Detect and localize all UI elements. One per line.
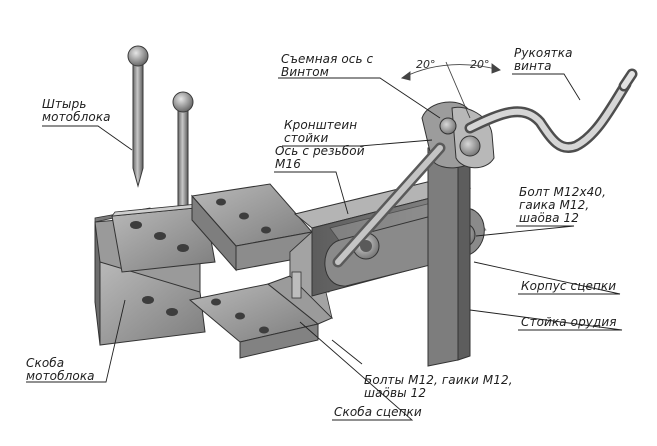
label-post-bracket: Кронштеин стойки xyxy=(284,118,358,145)
threaded-axis-part xyxy=(332,142,446,268)
motoblock-pin-right xyxy=(172,91,194,233)
label-motoblock-pin: Штырь мотоблока xyxy=(42,97,111,124)
angle-left-label: 20° xyxy=(416,58,436,71)
label-hitch-bracket: Скоба сцепки xyxy=(334,405,422,419)
label-bolts-m12: Болты М12, гаики М12, шаӧвы 12 xyxy=(364,373,513,400)
label-removable-axis: Съемная ось с Винтом xyxy=(281,52,374,79)
hitch-bracket-part xyxy=(188,183,333,359)
label-threaded-axis: Ось с резьбой М16 xyxy=(275,144,365,171)
tool-post-part xyxy=(427,139,471,367)
screw-handle-part xyxy=(464,68,638,153)
motoblock-bracket-part xyxy=(94,202,216,346)
label-screw-handle: Рукоятка винта xyxy=(514,46,573,73)
label-motoblock-bracket: Скоба мотоблока xyxy=(26,356,95,383)
label-hitch-body: Корпус сцепки xyxy=(521,279,617,293)
angle-right-label: 20° xyxy=(470,58,490,71)
swing-angle-arc xyxy=(400,61,501,119)
label-bolt-m12x40: Болт М12х40, гаика М12, шаӧва 12 xyxy=(519,185,607,225)
motoblock-pin-left xyxy=(127,45,149,188)
label-tool-post: Стойка орудия xyxy=(521,315,617,329)
leader-lines xyxy=(26,73,623,421)
